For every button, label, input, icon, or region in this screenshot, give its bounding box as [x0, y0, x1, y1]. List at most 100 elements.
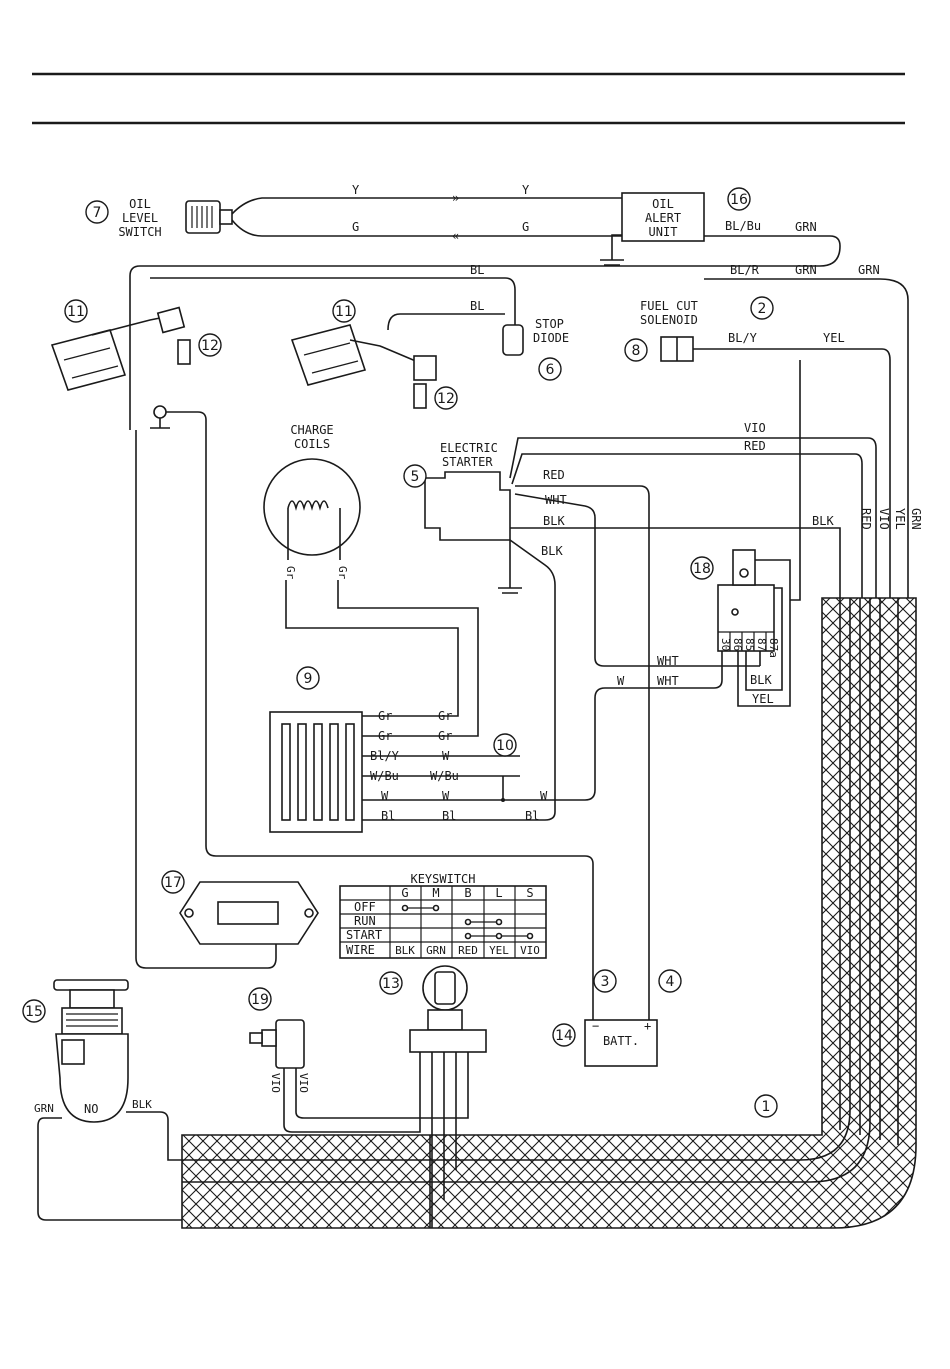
wire-label-yel: YEL [752, 692, 774, 706]
wire-label-gr: Gr [438, 729, 452, 743]
battery-positive-icon: + [644, 1019, 651, 1033]
wire-label-blk: BLK [541, 544, 563, 558]
relay-pin-label: 30 [719, 638, 732, 651]
wire-label-bl-r: BL/R [730, 263, 760, 277]
svg-text:3: 3 [601, 974, 610, 990]
callout-13: 13 [379, 971, 403, 995]
oil-level-switch-label: LEVEL [122, 211, 158, 225]
svg-text:13: 13 [382, 976, 400, 992]
battery-label: BATT. [603, 1034, 639, 1048]
wire-label-red: RED [744, 439, 766, 453]
oil-level-switch [185, 200, 233, 234]
wire-label-blk: BLK [750, 673, 772, 687]
wire-label-w: W [540, 789, 548, 803]
wire-label-gr: Gr [378, 729, 392, 743]
wire-label-vio: VIO [744, 421, 766, 435]
charge-coils-label: COILS [294, 437, 330, 451]
fuel-cut-solenoid-label: SOLENOID [640, 313, 698, 327]
wire-label-bl-y: BL/Y [728, 331, 758, 345]
relay-pin-label: 87a [767, 638, 780, 658]
svg-text:16: 16 [730, 192, 748, 208]
battery [584, 1019, 658, 1067]
wire-label-bl: BL [470, 263, 484, 277]
keyswitch-col: S [526, 886, 533, 900]
wire-label-grn: GRN [795, 220, 817, 234]
relay-pin-label: 85 [743, 638, 756, 651]
keyswitch-row: OFF [354, 900, 376, 914]
relay-pin-label: 87 [755, 638, 768, 651]
wire-label-wht: WHT [657, 674, 679, 688]
svg-text:2: 2 [758, 301, 767, 317]
svg-text:10: 10 [496, 738, 514, 754]
callout-12: 12 [198, 333, 222, 357]
svg-text:1: 1 [762, 1099, 771, 1115]
callout-11: 11 [332, 299, 356, 323]
wire-label-w-bu: W/Bu [430, 769, 459, 783]
connector-arrow-icon: » [452, 191, 459, 205]
wire-label-w: W [442, 789, 450, 803]
wire-label-w: W [617, 674, 625, 688]
oil-level-switch-label: OIL [129, 197, 151, 211]
wire-label-grn: GRN [858, 263, 880, 277]
keyswitch-table [339, 885, 547, 959]
svg-text:12: 12 [437, 391, 455, 407]
keyswitch-row: START [346, 928, 382, 942]
callout-7: 7 [85, 200, 109, 224]
wire-label-y: Y [522, 183, 530, 197]
callout-2: 2 [750, 296, 774, 320]
callout-8: 8 [624, 338, 648, 362]
keyswitch-wire: YEL [489, 944, 509, 957]
fuel-cut-solenoid-label: FUEL CUT [640, 299, 698, 313]
callout-18: 18 [690, 556, 714, 580]
wire-label-bl-y: Bl/Y [370, 749, 400, 763]
ignition-coil-right [290, 324, 437, 409]
keyswitch-wire: VIO [520, 944, 540, 957]
oil-level-switch-label: SWITCH [118, 225, 161, 239]
wire-label-red: RED [543, 468, 565, 482]
neutral-switch [53, 979, 129, 1123]
callout-15: 15 [22, 999, 46, 1023]
ignition-coil-left [50, 306, 191, 391]
wire-label-gr: Gr [336, 566, 349, 580]
callout-11: 11 [64, 299, 88, 323]
svg-text:9: 9 [304, 671, 313, 687]
wire-label-red: RED [859, 508, 873, 530]
keyswitch-wire: GRN [426, 944, 446, 957]
callout-3: 3 [593, 969, 617, 993]
wire-label-wht: WHT [545, 493, 567, 507]
callout-14: 14 [552, 1023, 576, 1047]
wire-label-w: W [442, 749, 450, 763]
stop-diode-label: STOP [535, 317, 564, 331]
callout-4: 4 [658, 969, 682, 993]
fuel-valve-19 [249, 1019, 305, 1069]
electric-starter [424, 471, 522, 594]
svg-text:14: 14 [555, 1028, 573, 1044]
keyswitch-row: WIRE [346, 943, 375, 957]
electric-starter-label: STARTER [442, 455, 493, 469]
wire-label-grn: GRN [909, 508, 923, 530]
wire-label-gr: Gr [438, 709, 452, 723]
wire-label-bl: Bl [381, 809, 395, 823]
svg-text:8: 8 [632, 343, 641, 359]
wire-label-g: G [352, 220, 359, 234]
ground-icon [600, 234, 624, 266]
keyswitch-col: B [464, 886, 471, 900]
svg-text:7: 7 [93, 205, 102, 221]
callout-1: 1 [754, 1094, 778, 1118]
wire-label-bl: Bl [442, 809, 456, 823]
relay-pin-label: 86 [731, 638, 744, 651]
electric-starter-label: ELECTRIC [440, 441, 498, 455]
wire-label-bl-bu: BL/Bu [725, 219, 761, 233]
connector-arrow-icon: « [452, 229, 459, 243]
oil-alert-unit-label: OIL [652, 197, 674, 211]
callout-12: 12 [434, 386, 458, 410]
keyswitch [409, 965, 487, 1105]
callout-9: 9 [296, 666, 320, 690]
control-module [179, 881, 319, 945]
callout-10: 10 [493, 733, 517, 757]
keyswitch-col: M [432, 886, 439, 900]
oil-alert-unit [621, 192, 705, 242]
svg-text:12: 12 [201, 338, 219, 354]
svg-text:11: 11 [335, 304, 353, 320]
wire-label-gr: Gr [378, 709, 392, 723]
